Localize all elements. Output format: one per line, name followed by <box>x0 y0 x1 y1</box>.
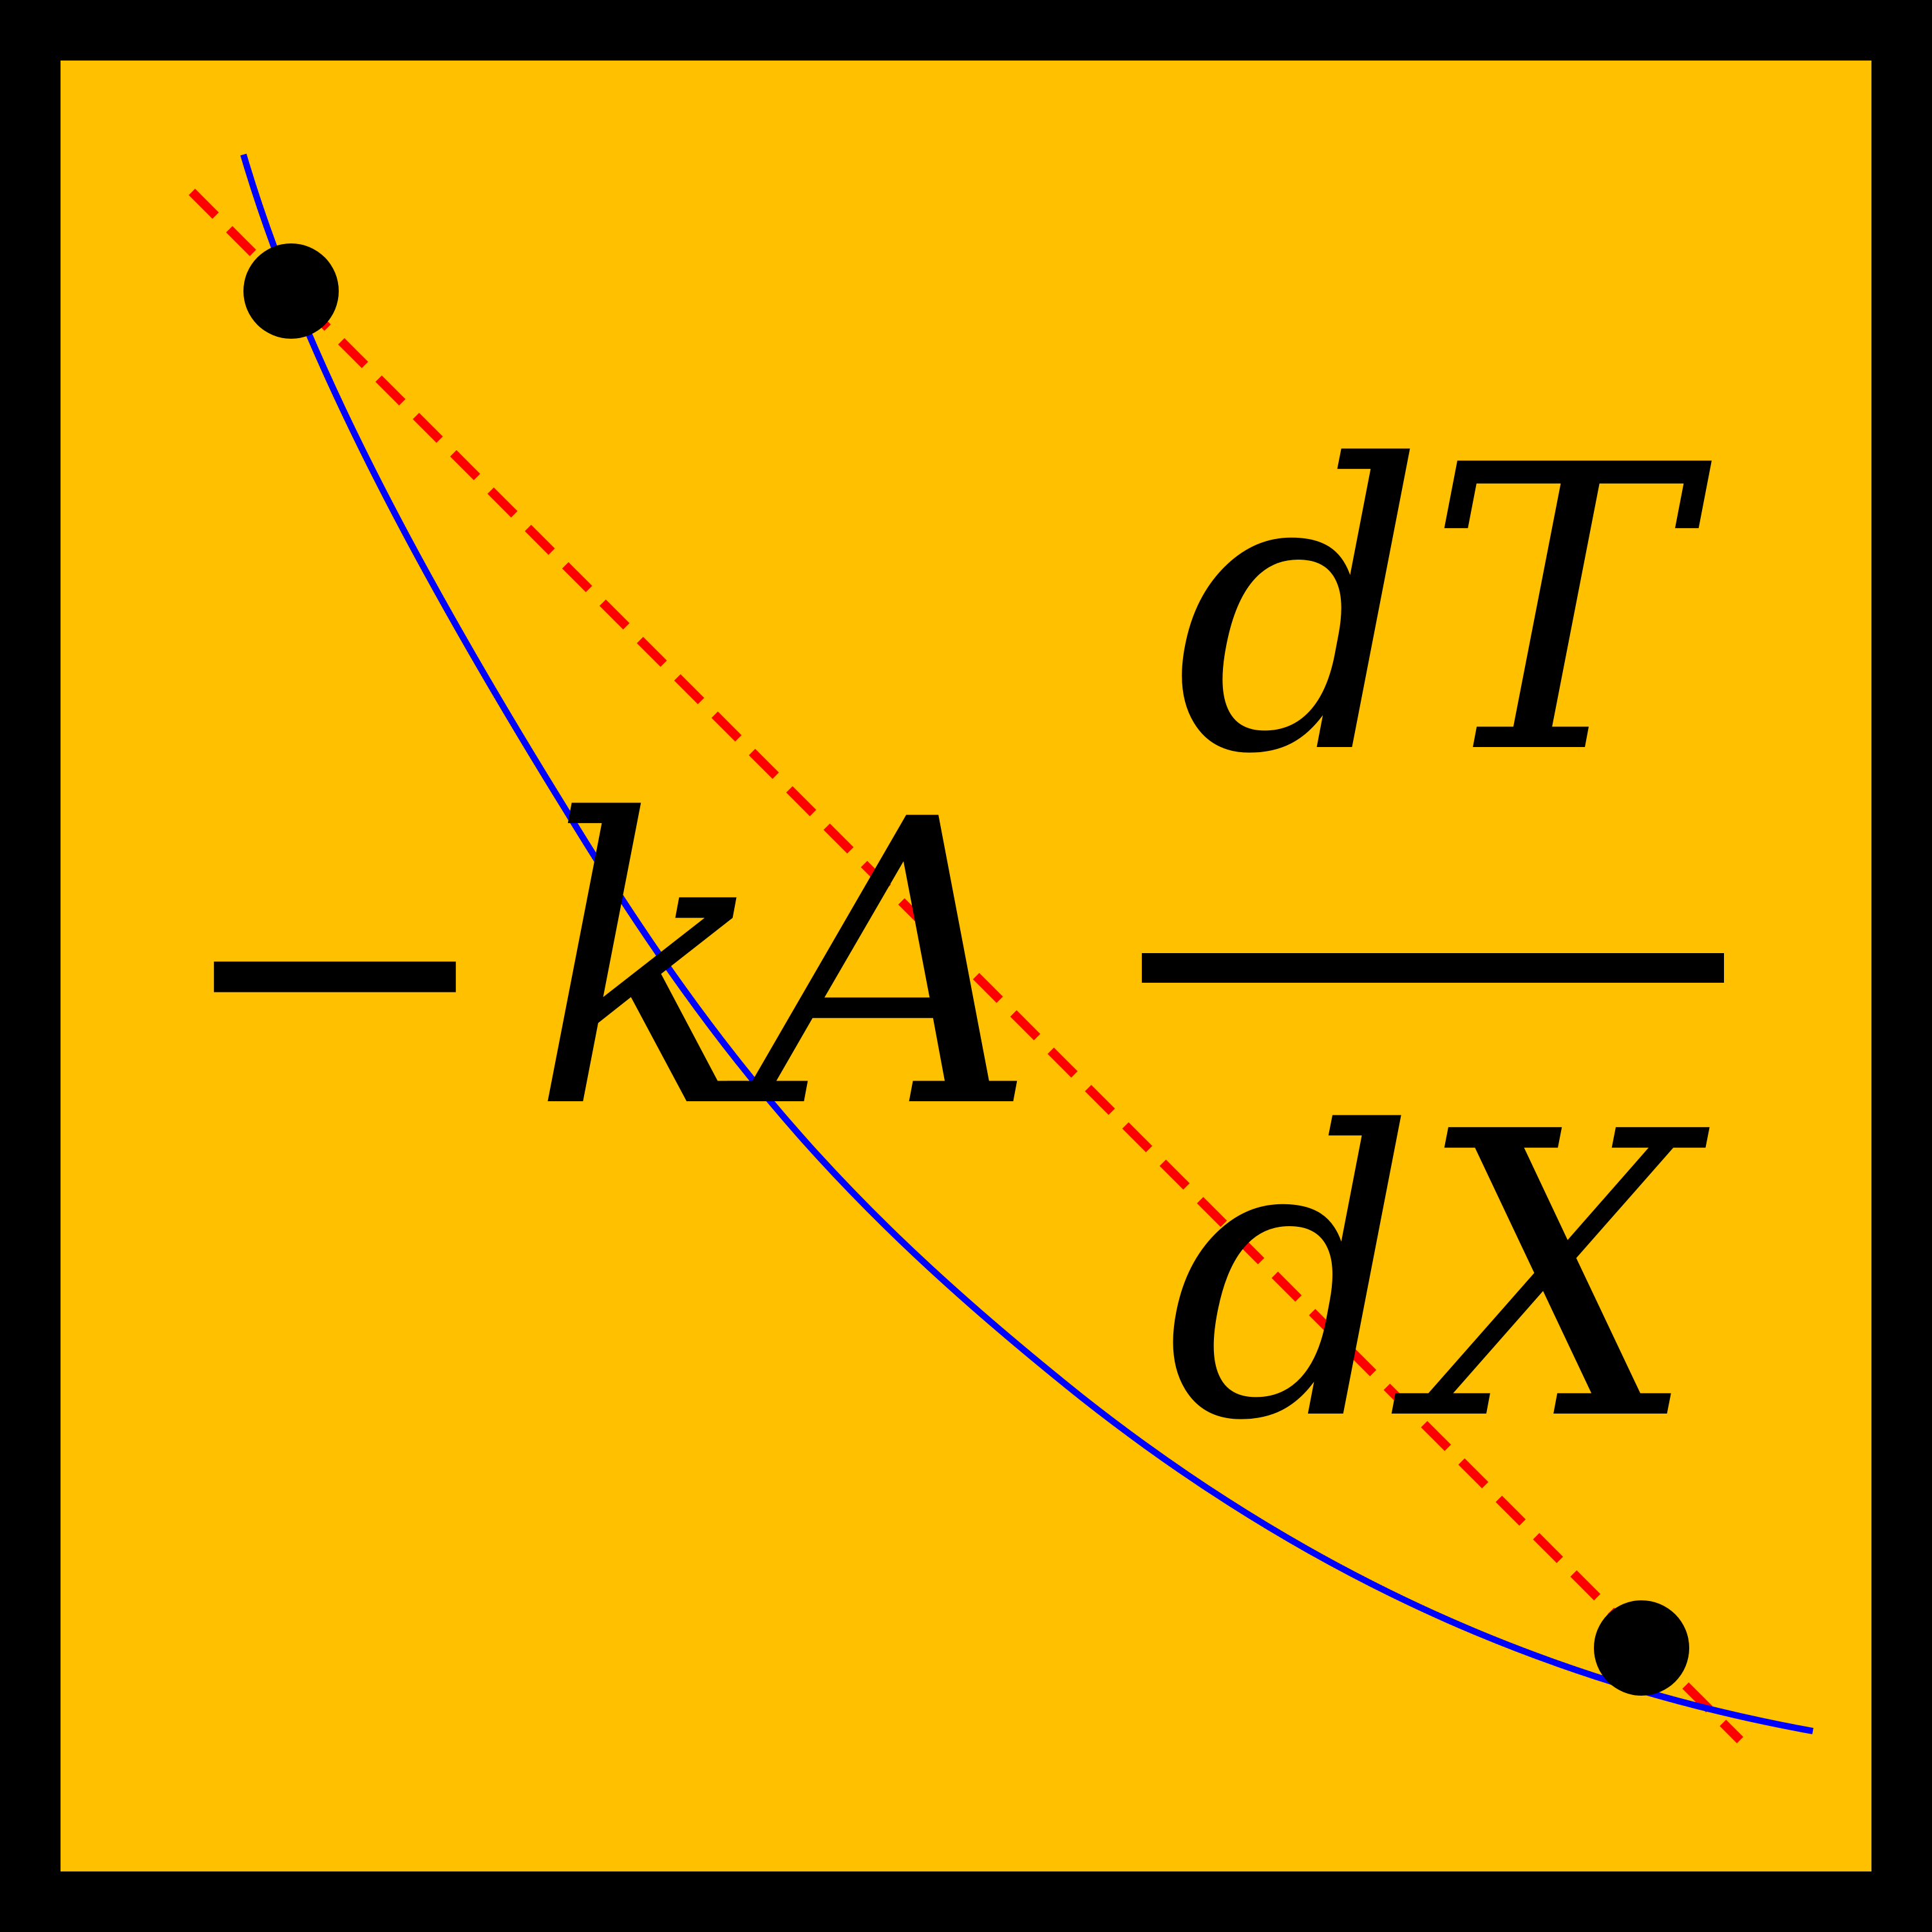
variable-A: A <box>723 737 1037 1194</box>
minus-sign: − <box>173 739 497 1189</box>
variable-k: k <box>531 737 770 1194</box>
fraction-bar <box>1142 953 1724 983</box>
numerator-dT: dT <box>1174 383 1714 840</box>
dashed-line <box>189 189 1743 1743</box>
end-point <box>1594 1600 1689 1696</box>
denominator-dX: dX <box>1166 1049 1712 1506</box>
start-point <box>243 243 339 339</box>
temperature-curve <box>240 153 1814 1734</box>
